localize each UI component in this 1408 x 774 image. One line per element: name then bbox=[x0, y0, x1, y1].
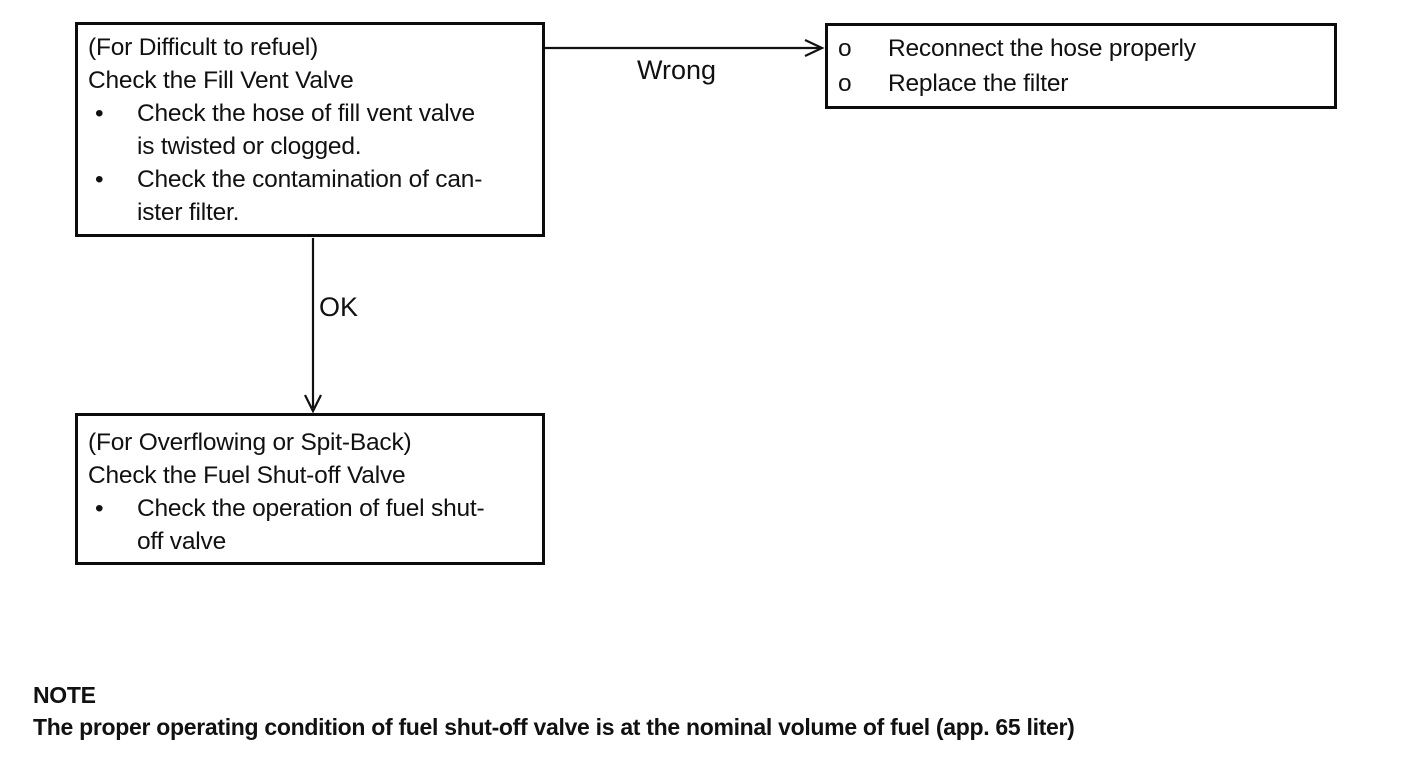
box-title-line: (For Overflowing or Spit-Back) bbox=[88, 429, 412, 456]
bullet-text: Check the operation of fuel shut- bbox=[137, 495, 485, 522]
bullet-text-continuation: off valve bbox=[137, 528, 226, 555]
bullet-dot-icon: • bbox=[95, 100, 104, 127]
bullet-dot-icon: • bbox=[95, 166, 104, 193]
note-heading: NOTE bbox=[33, 682, 96, 708]
flowchart-box-fuel-shut-off-valve: (For Overflowing or Spit-Back) Check the… bbox=[75, 413, 545, 565]
bullet-item: • Check the hose of fill vent valve bbox=[78, 97, 542, 130]
bullet-text-continuation: is twisted or clogged. bbox=[137, 133, 362, 160]
box-title-line: Check the Fill Vent Valve bbox=[88, 67, 354, 94]
action-text: Reconnect the hose properly bbox=[888, 35, 1196, 62]
box-title-line: (For Difficult to refuel) bbox=[88, 34, 319, 61]
item-marker: o bbox=[838, 35, 852, 62]
action-item: o Replace the filter bbox=[828, 66, 1334, 101]
bullet-item: • Check the contamination of can- bbox=[78, 163, 542, 196]
flowchart-box-fill-vent-valve: (For Difficult to refuel) Check the Fill… bbox=[75, 22, 545, 237]
box-title-line: Check the Fuel Shut-off Valve bbox=[88, 462, 406, 489]
bullet-text: Check the hose of fill vent valve bbox=[137, 100, 475, 127]
flowchart-box-corrective-actions: o Reconnect the hose properly o Replace … bbox=[825, 23, 1337, 109]
note-body: The proper operating condition of fuel s… bbox=[33, 714, 1075, 740]
wrong-arrow-label: Wrong bbox=[637, 55, 717, 85]
action-item: o Reconnect the hose properly bbox=[828, 31, 1334, 66]
ok-arrow bbox=[304, 238, 322, 414]
bullet-text: Check the contamination of can- bbox=[137, 166, 483, 193]
bullet-item: • Check the operation of fuel shut- bbox=[78, 492, 542, 525]
bullet-text-continuation: ister filter. bbox=[137, 199, 240, 226]
wrong-arrow bbox=[545, 39, 825, 57]
action-text: Replace the filter bbox=[888, 70, 1069, 97]
ok-arrow-label: OK bbox=[319, 292, 359, 322]
item-marker: o bbox=[838, 70, 852, 97]
note-section: NOTE The proper operating condition of f… bbox=[33, 679, 1075, 743]
bullet-dot-icon: • bbox=[95, 495, 104, 522]
